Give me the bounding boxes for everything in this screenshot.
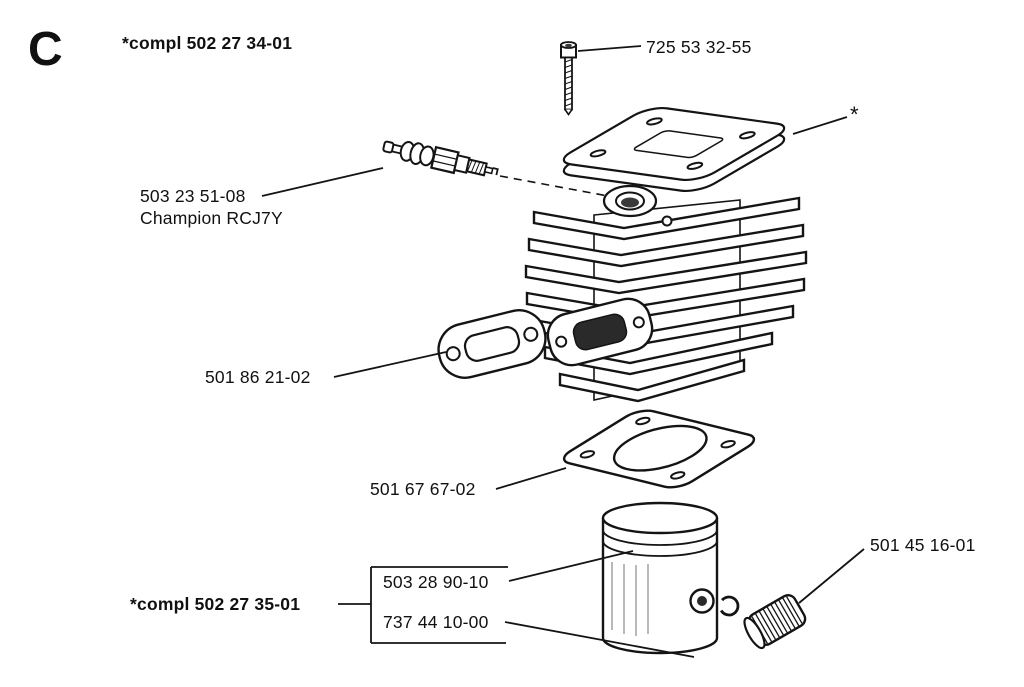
plate-stud bbox=[661, 215, 673, 227]
gasket-port-hole bbox=[463, 326, 521, 362]
leader-piston bbox=[508, 550, 634, 582]
part-label-cylinder-gasket: 501 67 67-02 bbox=[370, 479, 476, 499]
exhaust-port-opening bbox=[572, 313, 628, 351]
cooling-fin bbox=[543, 331, 774, 376]
leader-cylinder-asterisk bbox=[792, 116, 848, 135]
flange-stud bbox=[632, 316, 645, 329]
cooling-fin bbox=[527, 223, 805, 268]
cylinder-top-plate bbox=[554, 106, 794, 182]
leader-bolt bbox=[577, 45, 642, 52]
leader-lines bbox=[261, 45, 865, 658]
gasket-bolt-hole bbox=[668, 471, 687, 479]
part-label-bolt: 725 53 32-55 bbox=[646, 37, 752, 57]
plate-hole bbox=[588, 150, 609, 157]
leader-piston-ring bbox=[504, 621, 695, 658]
gasket-bolt-hole bbox=[719, 440, 738, 448]
leader-exhaust-gasket bbox=[333, 351, 447, 378]
part-label-piston: 503 28 90-10 bbox=[383, 572, 489, 592]
gasket-bolt-hole bbox=[445, 346, 461, 362]
leader-cylinder-gasket bbox=[495, 467, 567, 490]
cooling-fin bbox=[558, 358, 746, 403]
bearing-drawing bbox=[743, 594, 807, 650]
flange-stud bbox=[555, 335, 568, 348]
cylinder-asterisk-label: * bbox=[850, 102, 859, 127]
cooling-fin bbox=[524, 250, 808, 295]
part-label-piston-ring: 737 44 10-00 bbox=[383, 612, 489, 632]
assembly-note-bottom: *compl 502 27 35-01 bbox=[130, 594, 301, 614]
plate-recess bbox=[632, 130, 725, 158]
plate-hole bbox=[644, 118, 665, 125]
piston-ring-groove bbox=[602, 540, 718, 557]
bolt-tip bbox=[564, 109, 573, 116]
assembly-note-top: *compl 502 27 34-01 bbox=[122, 33, 293, 53]
cylinder-drawing bbox=[524, 106, 808, 403]
piston-skirt-shading bbox=[611, 562, 649, 636]
plug-electrode bbox=[483, 165, 494, 175]
bearing-rollers bbox=[751, 596, 803, 644]
piston-crown bbox=[601, 501, 719, 535]
spark-plug-boss bbox=[602, 184, 673, 227]
spark-plug-drawing bbox=[382, 140, 499, 177]
part-label-spark-plug: 503 23 51-08 bbox=[140, 186, 246, 206]
circlip-drawing bbox=[719, 595, 740, 617]
bolt-threads bbox=[564, 59, 573, 107]
gasket-bolt-hole bbox=[578, 450, 597, 458]
leader-bearing bbox=[798, 548, 865, 604]
gasket-bolt-hole bbox=[633, 417, 652, 425]
piston-drawing bbox=[601, 501, 719, 655]
cylinder-gasket-drawing bbox=[556, 408, 762, 490]
exhaust-gasket-drawing bbox=[437, 309, 547, 379]
plate-hole bbox=[685, 162, 706, 169]
exhaust-port-flange bbox=[546, 297, 654, 367]
gasket-bore-hole bbox=[595, 420, 726, 477]
bolt-socket bbox=[565, 43, 572, 48]
section-letter: C bbox=[28, 23, 63, 76]
alignment-dashed-line bbox=[499, 175, 609, 197]
leader-spark-plug bbox=[261, 167, 384, 197]
gasket-bolt-hole bbox=[523, 326, 539, 342]
assembly-bracket bbox=[338, 566, 508, 644]
bearing-end-face bbox=[743, 616, 766, 650]
spark-plug-type-label: Champion RCJ7Y bbox=[140, 208, 283, 228]
cooling-fin bbox=[532, 196, 801, 241]
plug-ground-electrode bbox=[492, 167, 499, 176]
part-label-bearing: 501 45 16-01 bbox=[870, 535, 976, 555]
plate-hole bbox=[737, 132, 758, 139]
piston-ring-groove bbox=[602, 529, 718, 546]
part-label-exhaust-gasket: 501 86 21-02 bbox=[205, 367, 311, 387]
bolt-drawing bbox=[560, 41, 577, 116]
